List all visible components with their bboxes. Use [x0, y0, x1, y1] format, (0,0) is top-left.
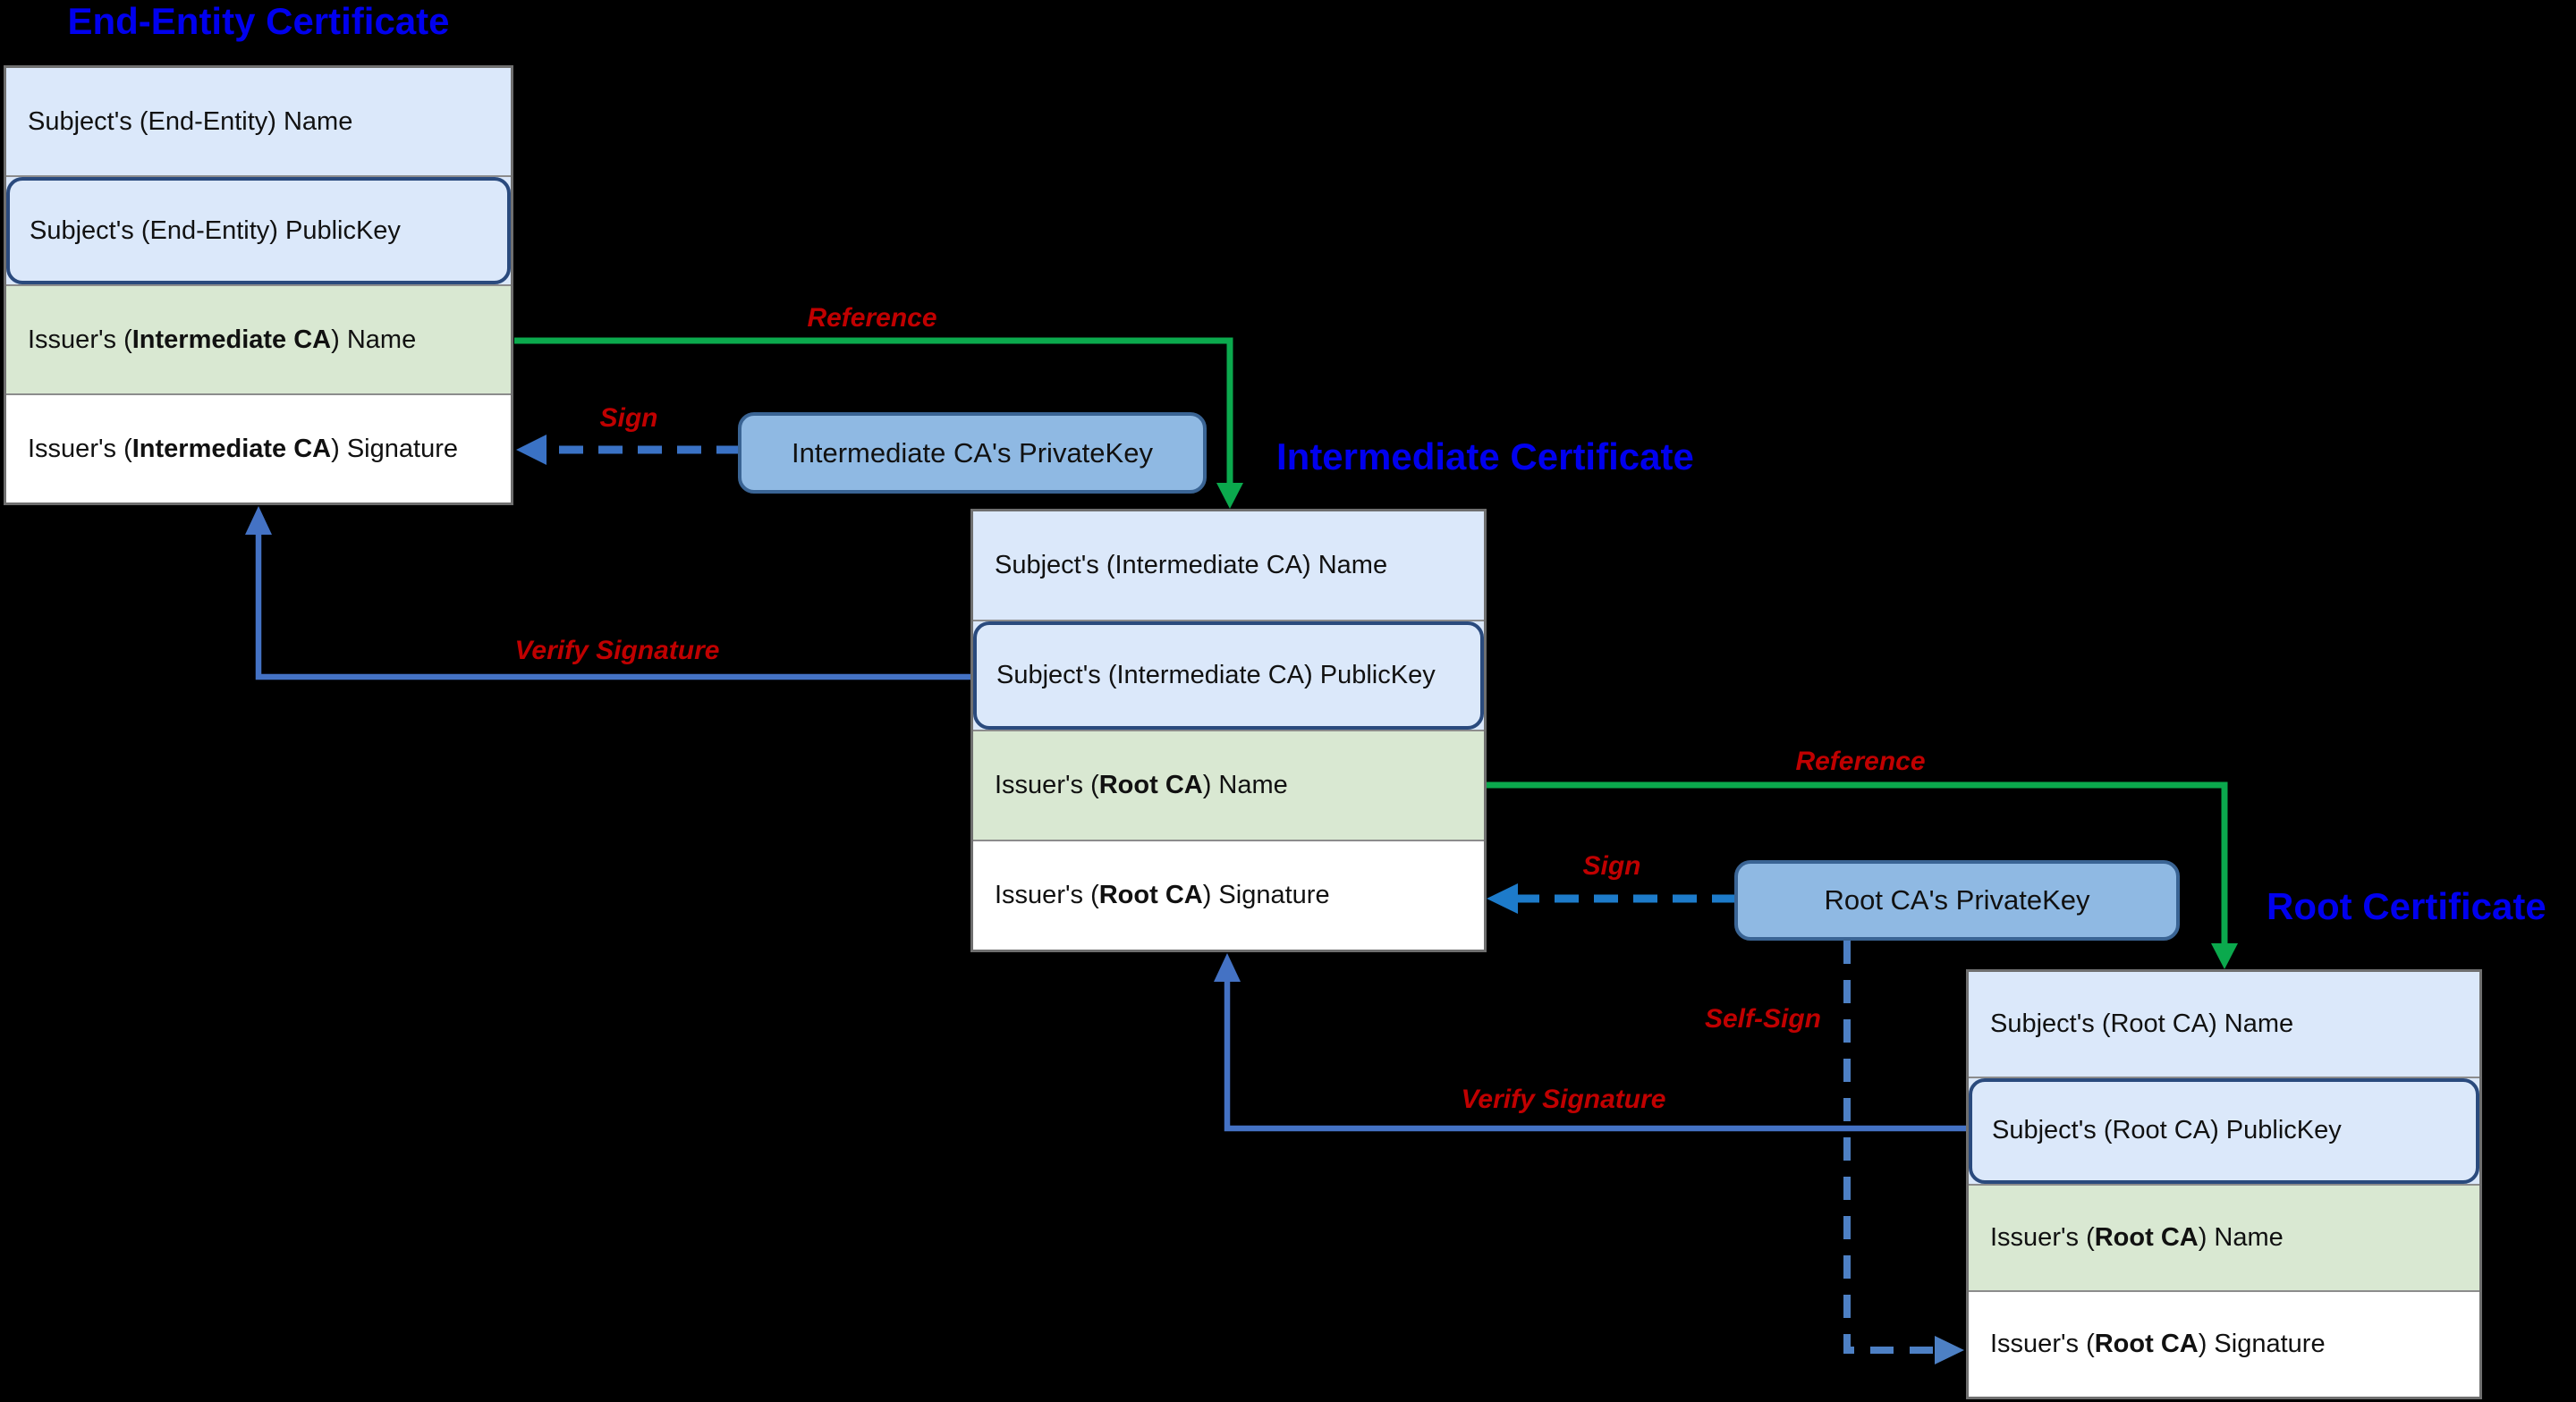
cert-row-text: Subject's (End-Entity) Name	[28, 106, 353, 136]
cert-row-text: ) Signature	[331, 434, 458, 463]
cert-row-text: Subject's (Root CA) PublicKey	[1992, 1116, 2342, 1145]
sign-arrow-2-head	[1487, 883, 1518, 914]
cert-row-subject-publickey: Subject's (Intermediate CA) PublicKey	[973, 620, 1484, 730]
verify-signature-arrow-1-head	[245, 506, 272, 535]
cert-row-text: Root CA	[1098, 881, 1203, 909]
cert-row-text: Root CA	[2094, 1329, 2199, 1358]
publickey-rounded-frame: Subject's (End-Entity) PublicKey	[6, 177, 511, 284]
reference-arrow-1-head	[1216, 483, 1243, 509]
end-entity-certificate-title: End-Entity Certificate	[67, 0, 450, 42]
self-sign-arrow	[1843, 941, 1936, 1354]
cert-row-text: Issuer's (	[28, 325, 132, 354]
verify-signature-arrow-1	[255, 534, 970, 680]
self-sign-arrow-head	[1935, 1336, 1964, 1364]
cert-row-text: Issuer's (	[995, 771, 1099, 799]
cert-row-text: Issuer's (	[995, 881, 1099, 909]
cert-row-issuer-name: Issuer's (Root CA) Name	[1969, 1183, 2479, 1290]
cert-row-text: Root CA	[2094, 1222, 2199, 1252]
cert-row-text: Subject's (Intermediate CA) PublicKey	[996, 661, 1436, 689]
cert-row-text: Subject's (Intermediate CA) Name	[995, 551, 1388, 579]
cert-row-text: ) Signature	[1202, 881, 1330, 909]
cert-row-subject-publickey: Subject's (End-Entity) PublicKey	[6, 175, 511, 284]
sign-label-1: Sign	[599, 403, 658, 433]
cert-row-text: Intermediate CA	[131, 434, 332, 463]
cert-row-issuer-signature: Issuer's (Intermediate CA) Signature	[6, 393, 511, 503]
cert-row-issuer-name: Issuer's (Intermediate CA) Name	[6, 284, 511, 393]
cert-row-text: ) Signature	[2198, 1329, 2326, 1358]
cert-row-subject-name: Subject's (Intermediate CA) Name	[973, 511, 1484, 620]
reference-arrow-2	[1487, 781, 2228, 944]
cert-row-text: Issuer's (	[1990, 1329, 2095, 1358]
verify-signature-label-1: Verify Signature	[514, 636, 720, 665]
cert-row-issuer-name: Issuer's (Root CA) Name	[973, 730, 1484, 840]
cert-row-text: Subject's (Root CA) Name	[1990, 1009, 2294, 1039]
self-sign-label: Self-Sign	[1704, 1004, 1822, 1034]
reference-arrow-2-head	[2211, 943, 2238, 969]
verify-signature-arrow-2-head	[1214, 953, 1241, 982]
cert-row-text: Root CA	[1098, 771, 1203, 799]
intermediate-ca-private-key: Intermediate CA's PrivateKey	[738, 412, 1207, 494]
cert-row-issuer-signature: Issuer's (Root CA) Signature	[973, 840, 1484, 950]
root-certificate-title: Root Certificate	[2267, 885, 2546, 927]
verify-signature-label-2: Verify Signature	[1461, 1085, 1666, 1114]
cert-row-text: ) Name	[1202, 771, 1288, 799]
intermediate-certificate-title: Intermediate Certificate	[1276, 435, 1694, 477]
reference-arrow-1	[514, 337, 1233, 484]
cert-row-subject-name: Subject's (Root CA) Name	[1969, 972, 2479, 1077]
reference-label-2: Reference	[1795, 747, 1926, 776]
cert-row-text: ) Name	[2198, 1222, 2284, 1252]
root-ca-private-key: Root CA's PrivateKey	[1734, 860, 2180, 941]
publickey-rounded-frame: Subject's (Root CA) PublicKey	[1969, 1078, 2479, 1184]
cert-row-subject-publickey: Subject's (Root CA) PublicKey	[1969, 1077, 2479, 1184]
cert-row-issuer-signature: Issuer's (Root CA) Signature	[1969, 1289, 2479, 1397]
cert-row-text: Issuer's (	[28, 434, 132, 463]
cert-row-text: ) Name	[331, 325, 417, 354]
reference-label-1: Reference	[807, 303, 937, 333]
publickey-rounded-frame: Subject's (Intermediate CA) PublicKey	[973, 621, 1484, 730]
sign-arrow-1-head	[516, 435, 547, 465]
cert-row-text: Subject's (End-Entity) PublicKey	[30, 215, 401, 245]
sign-label-2: Sign	[1582, 851, 1641, 881]
verify-signature-arrow-2	[1224, 981, 1966, 1132]
cert-row-text: Issuer's (	[1990, 1222, 2095, 1252]
cert-row-subject-name: Subject's (End-Entity) Name	[6, 68, 511, 175]
cert-row-text: Intermediate CA	[131, 325, 332, 354]
